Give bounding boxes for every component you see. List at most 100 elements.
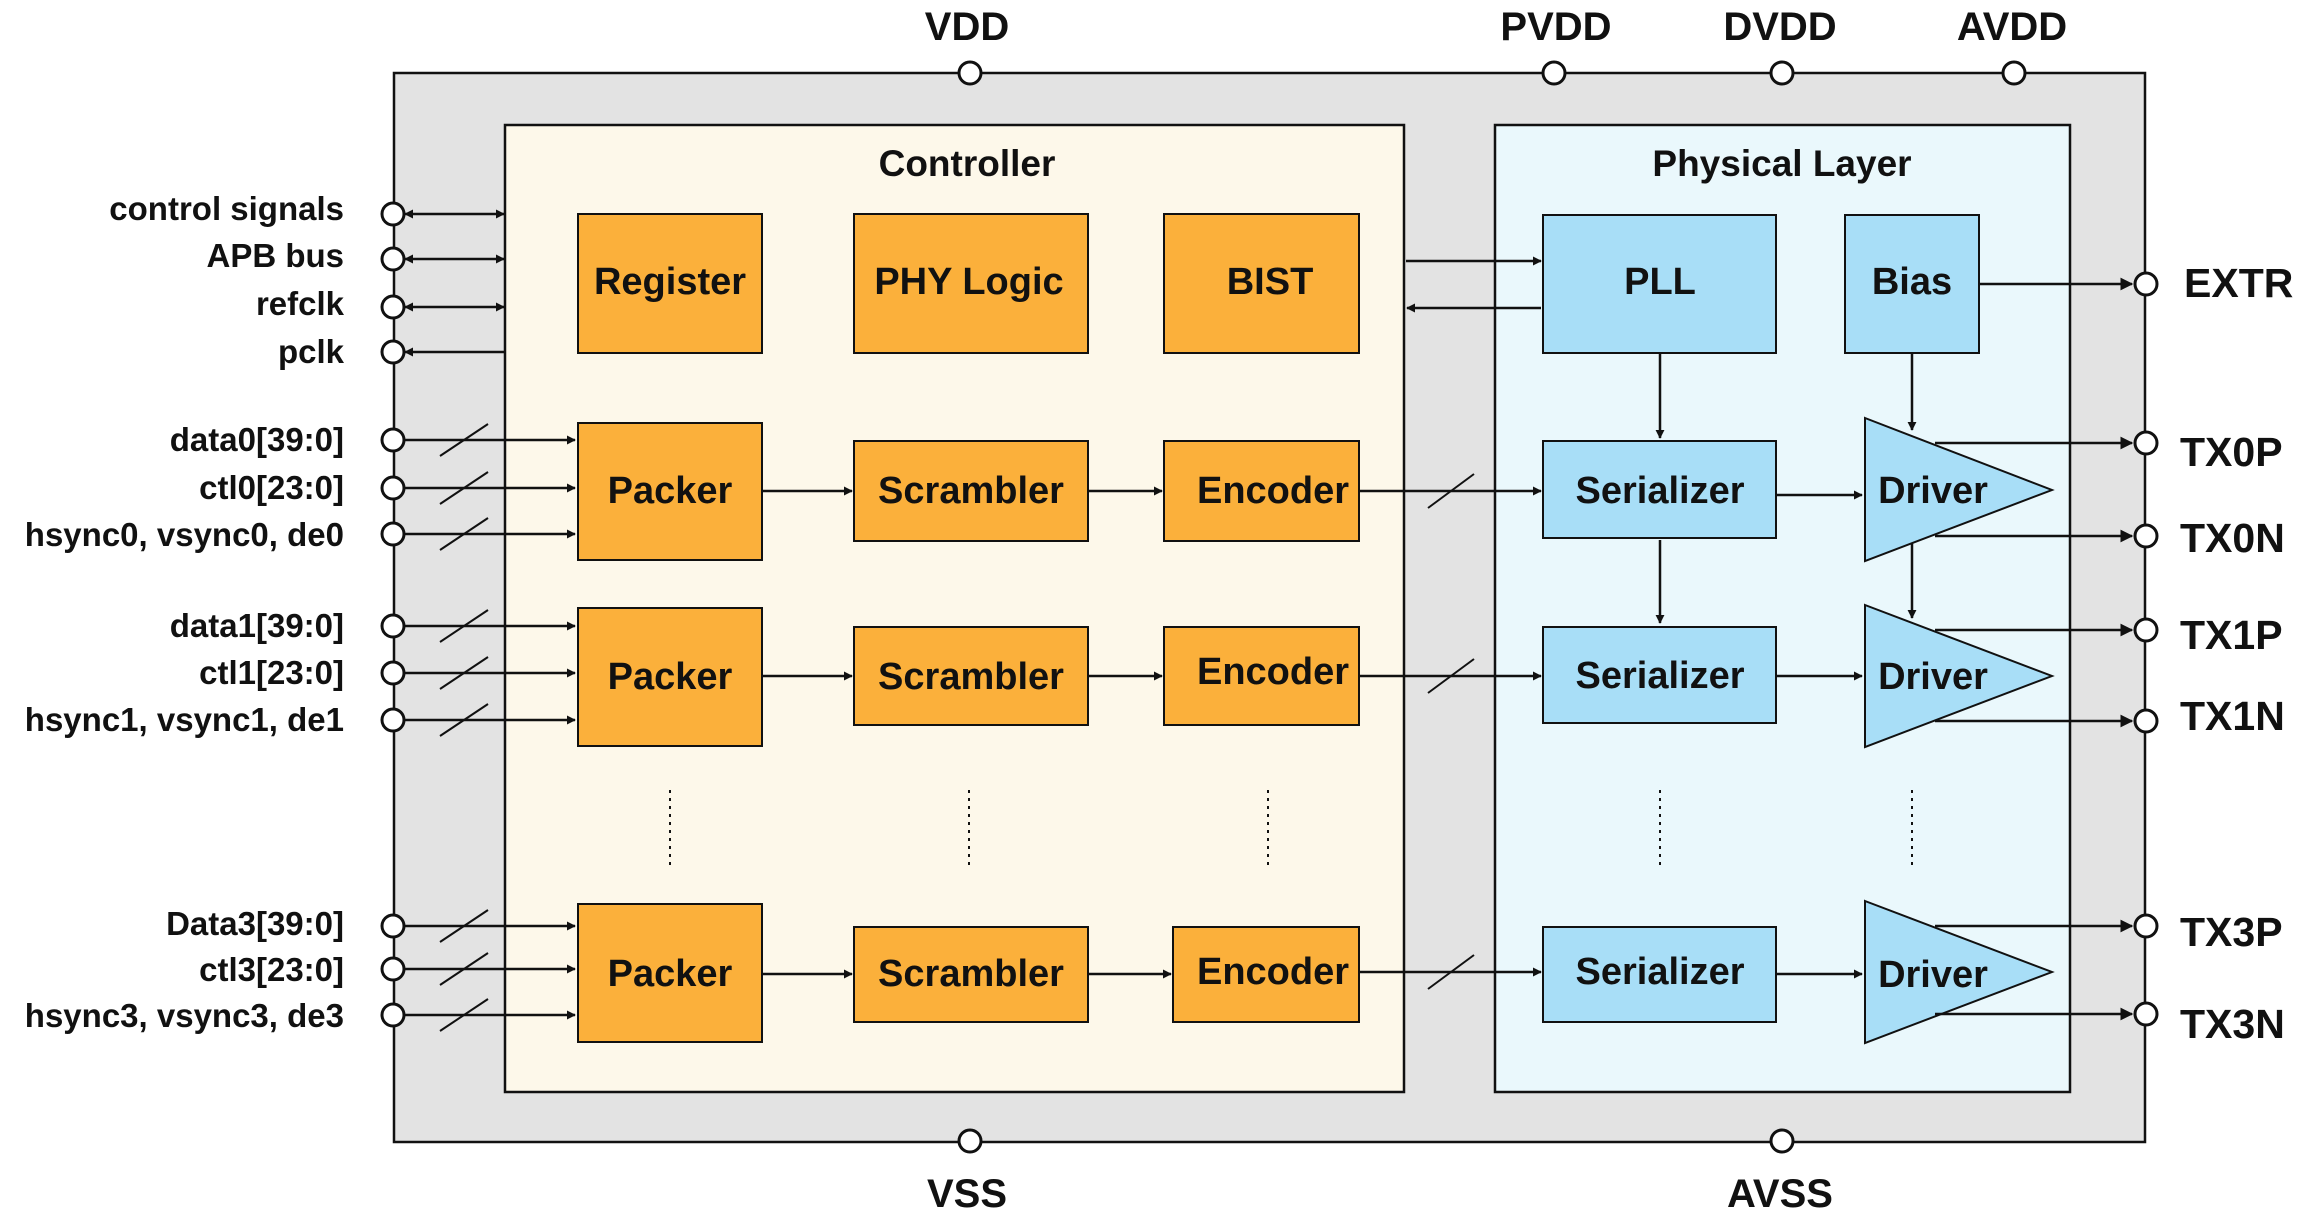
driver-label: Driver (1878, 470, 1988, 512)
dvdd-label: DVDD (1723, 5, 1836, 49)
bus-slash (439, 471, 489, 505)
scrambler-label: Scrambler (878, 953, 1064, 995)
bus-slash (1427, 658, 1475, 694)
vss-pin (957, 1128, 983, 1154)
packer-block (577, 903, 763, 1043)
data0-pin (380, 427, 406, 453)
tx1p-pin (2133, 617, 2159, 643)
tx3p-pin (2133, 913, 2159, 939)
phy-logic-block (853, 213, 1089, 354)
ctl3-pin (380, 956, 406, 982)
tx3p-label: TX3P (2180, 909, 2283, 955)
encoder-block (1172, 926, 1360, 1023)
tx0n-pin (2133, 523, 2159, 549)
data1-pin (380, 613, 406, 639)
bus-slash (439, 952, 489, 986)
pvdd-label: PVDD (1500, 5, 1611, 49)
lane3-inputs: Data3[39:0] ctl3[23:0] hsync3, vsync3, d… (25, 905, 576, 1034)
bus-slash (1427, 954, 1475, 990)
encoder-label: Encoder (1197, 651, 1349, 693)
lane-ellipsis (669, 790, 1913, 868)
driver-triangle (1864, 603, 2055, 749)
sync3-pin (380, 1002, 406, 1028)
phy-logic-label: PHY Logic (874, 261, 1063, 303)
bist-label: BIST (1227, 261, 1314, 303)
bus-slash (439, 703, 489, 737)
register-block (577, 213, 763, 354)
driver-label: Driver (1878, 656, 1988, 698)
pll-label: PLL (1624, 261, 1696, 303)
sync3-label: hsync3, vsync3, de3 (25, 997, 344, 1034)
packer-block (577, 607, 763, 747)
physical-layer-title: Physical Layer (1652, 143, 1911, 184)
pclk-label: pclk (278, 333, 345, 370)
tx0n-label: TX0N (2180, 515, 2285, 561)
driver-triangle (1864, 899, 2055, 1045)
refclk-pin (380, 294, 406, 320)
bus-slash (439, 998, 489, 1032)
ctl3-label: ctl3[23:0] (199, 951, 344, 988)
pclk-pin (380, 339, 406, 365)
packer-label: Packer (608, 953, 733, 995)
encoder-block (1163, 440, 1360, 542)
lane1-inputs: data1[39:0] ctl1[23:0] hsync1, vsync1, d… (25, 607, 576, 738)
bus-slash (439, 656, 489, 690)
tx0p-label: TX0P (2180, 429, 2283, 475)
apb-bus-label: APB bus (206, 237, 344, 274)
serializer-label: Serializer (1576, 470, 1745, 512)
vss-label: VSS (927, 1172, 1007, 1216)
tx1n-pin (2133, 708, 2159, 734)
tx0p-pin (2133, 430, 2159, 456)
ctl0-pin (380, 475, 406, 501)
tx3n-pin (2133, 1001, 2159, 1027)
data1-label: data1[39:0] (170, 607, 344, 644)
power-pins-top: VDD PVDD DVDD AVDD (925, 5, 2067, 86)
avss-pin (1769, 1128, 1795, 1154)
refclk-label: refclk (256, 285, 345, 322)
ctl0-label: ctl0[23:0] (199, 469, 344, 506)
bias-block (1844, 214, 1980, 354)
controller-control-blocks: Register PHY Logic BIST (577, 213, 1360, 354)
driver-triangle (1864, 416, 2055, 563)
controller-title: Controller (879, 143, 1056, 184)
apb-bus-pin (380, 246, 406, 272)
bist-block (1163, 213, 1360, 354)
sync1-pin (380, 707, 406, 733)
lane3-pipeline: Packer Scrambler Encoder Serializer Driv… (577, 899, 2285, 1047)
scrambler-label: Scrambler (878, 656, 1064, 698)
serializer-label: Serializer (1576, 951, 1745, 993)
tx1p-label: TX1P (2180, 612, 2283, 658)
packer-label: Packer (608, 470, 733, 512)
power-pins-bottom: VSS AVSS (927, 1128, 1833, 1216)
extr-pin (2133, 271, 2159, 297)
encoder-block (1163, 626, 1360, 726)
sync0-pin (380, 521, 406, 547)
tx1n-label: TX1N (2180, 693, 2285, 739)
serializer-block (1542, 926, 1777, 1023)
ctl1-pin (380, 660, 406, 686)
phy-clock-bias-blocks: PLL Bias (1542, 214, 1980, 354)
bias-label: Bias (1872, 261, 1952, 303)
bus-slash (439, 423, 489, 457)
dvdd-pin (1769, 60, 1795, 86)
packer-label: Packer (608, 656, 733, 698)
driver-label: Driver (1878, 954, 1988, 996)
lane0-inputs: data0[39:0] ctl0[23:0] hsync0, vsync0, d… (25, 421, 576, 553)
serializer-block (1542, 626, 1777, 724)
tx3n-label: TX3N (2180, 1001, 2285, 1047)
serializer-label: Serializer (1576, 655, 1745, 697)
serializer-block (1542, 440, 1777, 539)
avdd-pin (2001, 60, 2027, 86)
lane0-pipeline: Packer Scrambler Encoder Serializer Driv… (577, 416, 2285, 563)
bus-slash (439, 909, 489, 943)
vdd-label: VDD (925, 5, 1009, 49)
sync0-label: hsync0, vsync0, de0 (25, 516, 344, 553)
data0-label: data0[39:0] (170, 421, 344, 458)
lane1-pipeline: Packer Scrambler Encoder Serializer Driv… (577, 603, 2285, 749)
pll-block (1542, 214, 1777, 354)
control-interface: control signals APB bus refclk pclk (109, 190, 505, 370)
data3-label: Data3[39:0] (166, 905, 344, 942)
bus-slash (439, 517, 489, 551)
sync1-label: hsync1, vsync1, de1 (25, 701, 344, 738)
